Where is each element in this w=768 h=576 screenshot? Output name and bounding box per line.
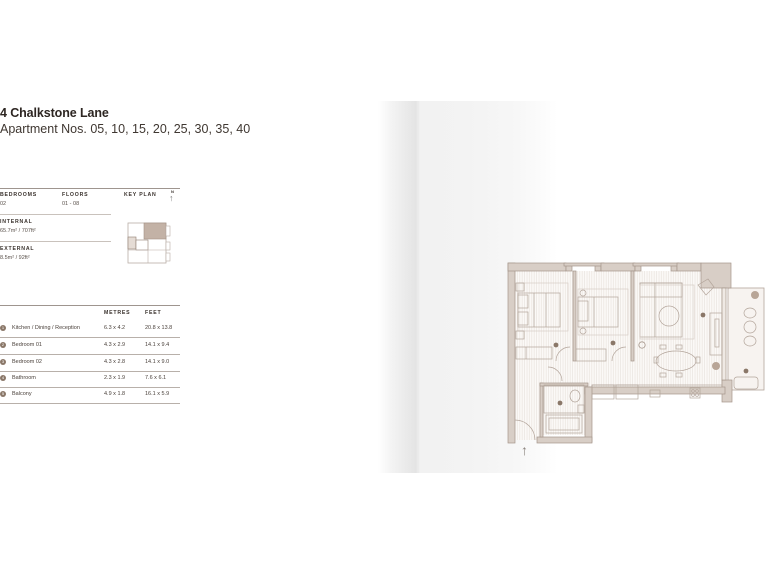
room-feet: 7.6 x 6.1	[145, 374, 167, 381]
room-feet: 16.1 x 5.9	[145, 390, 170, 397]
room-metres: 2.3 x 1.9	[104, 374, 126, 381]
floor-area	[514, 271, 765, 440]
column-header-metres: METRES	[104, 310, 131, 316]
internal-value: 65.7m² / 707ft²	[0, 228, 36, 234]
specs-divider	[0, 241, 111, 242]
walls	[507, 262, 733, 444]
table-row: 3 Bedroom 02 4.3 x 2.8 14.1 x 9.0	[0, 355, 180, 372]
north-label: N	[171, 189, 175, 194]
external-value: 8.5m² / 92ft²	[0, 255, 30, 261]
external-label: EXTERNAL	[0, 246, 35, 252]
furniture	[514, 278, 759, 441]
table-row: 2 Bedroom 01 4.3 x 2.9 14.1 x 9.4	[0, 338, 180, 355]
room-marker-icon: 2	[0, 342, 6, 348]
column-header-feet: FEET	[145, 310, 162, 316]
room-feet: 20.8 x 13.8	[145, 324, 173, 331]
bedrooms-value: 02	[0, 201, 7, 207]
apartment-numbers: Apartment Nos. 05, 10, 15, 20, 25, 30, 3…	[0, 122, 251, 136]
north-arrow-icon: ↑	[169, 193, 174, 203]
book-spine	[418, 101, 419, 473]
room-metres: 4.3 x 2.8	[104, 358, 126, 365]
room-metres: 4.3 x 2.9	[104, 341, 126, 348]
plant-icons	[712, 291, 759, 370]
room-feet: 14.1 x 9.4	[145, 341, 170, 348]
table-row: 4 Bathroom 2.3 x 1.9 7.6 x 6.1	[0, 371, 180, 388]
table-row: 5 Balcony 4.9 x 1.8 16.1 x 5.9	[0, 387, 180, 404]
room-marker-icon: 3	[0, 359, 6, 365]
specs-divider	[0, 214, 111, 215]
table-row: 1 Kitchen / Dining / Reception 6.3 x 4.2…	[0, 321, 180, 338]
room-name: Bathroom	[12, 374, 36, 381]
floors-label: FLOORS	[62, 192, 89, 198]
room-name: Bedroom 01	[12, 341, 42, 348]
room-name: Bedroom 02	[12, 358, 42, 365]
page-title: 4 Chalkstone Lane	[0, 106, 109, 120]
room-marker-icon: 1	[0, 325, 6, 331]
entrance-arrow-icon: ↑	[521, 442, 528, 458]
internal-label: INTERNAL	[0, 219, 33, 225]
room-marker-icon: 5	[0, 391, 6, 397]
room-markers	[553, 312, 749, 406]
key-plan-label: KEY PLAN	[124, 192, 157, 198]
specs-top-rule	[0, 188, 180, 189]
room-name: Balcony	[12, 390, 32, 397]
room-metres: 4.9 x 1.8	[104, 390, 126, 397]
table-top-rule	[0, 305, 180, 306]
room-metres: 6.3 x 4.2	[104, 324, 126, 331]
room-feet: 14.1 x 9.0	[145, 358, 170, 365]
floor-plan	[507, 262, 765, 444]
room-marker-icon: 4	[0, 375, 6, 381]
bedrooms-label: BEDROOMS	[0, 192, 37, 198]
floors-value: 01 - 08	[62, 201, 80, 207]
key-plan-diagram	[127, 222, 171, 264]
room-name: Kitchen / Dining / Reception	[12, 324, 80, 331]
